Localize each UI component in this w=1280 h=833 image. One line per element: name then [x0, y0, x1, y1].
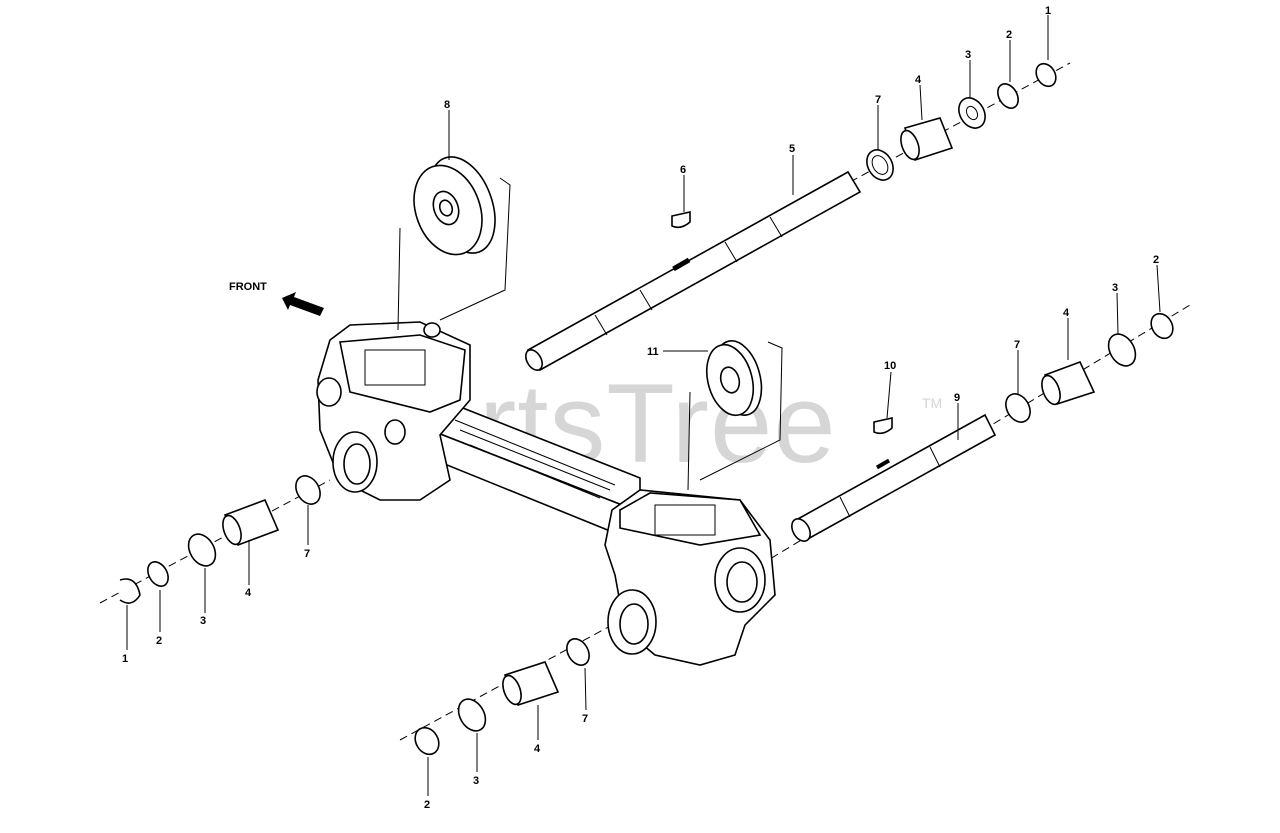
mid-right-hardware	[1005, 312, 1174, 423]
bottom-hardware	[414, 638, 590, 756]
callout-4-upper: 4	[915, 74, 922, 86]
callout-2-upper: 2	[1006, 29, 1012, 41]
callout-4-left: 4	[245, 587, 252, 599]
upper-right-hardware	[866, 62, 1057, 181]
callout-5: 5	[789, 143, 795, 155]
callout-2-mid: 2	[1153, 254, 1159, 266]
lower-shaft	[791, 413, 997, 542]
front-label: FRONT	[229, 281, 267, 293]
callout-2-left: 2	[156, 635, 162, 647]
upper-shaft	[525, 170, 862, 372]
callout-7-left: 7	[304, 548, 310, 560]
axle-housing	[408, 393, 642, 536]
front-arrow-icon	[282, 292, 324, 316]
callout-11: 11	[647, 346, 659, 358]
bottom-axis-line	[399, 617, 626, 741]
callout-3-upper: 3	[965, 49, 971, 61]
front-indicator: FRONT	[229, 281, 324, 316]
callout-3-bottom: 3	[473, 775, 479, 787]
leader-lines	[126, 15, 1161, 796]
callout-3-left: 3	[200, 615, 206, 627]
key-6	[671, 211, 691, 229]
left-axis-line	[99, 479, 331, 604]
callout-7-upper: 7	[875, 94, 881, 106]
callout-labels: 1 2 3 4 7 5 6 8 2 3 4 7 9 10 11 7 4 3 2 …	[122, 5, 1159, 811]
left-gearcase	[316, 321, 471, 501]
callout-9: 9	[954, 392, 960, 404]
right-gearcase	[604, 489, 776, 666]
callout-4-mid: 4	[1063, 307, 1070, 319]
gear-11	[687, 340, 783, 491]
svg-text:TM: TM	[922, 395, 942, 411]
callout-1-upper: 1	[1045, 5, 1051, 17]
key-10	[873, 417, 893, 435]
gear-8	[397, 156, 511, 331]
callout-8: 8	[444, 99, 450, 111]
callout-1-left: 1	[122, 653, 128, 665]
callout-3-mid: 3	[1112, 282, 1118, 294]
callout-2-bottom: 2	[424, 799, 430, 811]
callout-4-bottom: 4	[534, 743, 541, 755]
callout-7-mid: 7	[1014, 339, 1020, 351]
callout-10: 10	[884, 360, 896, 372]
callout-6: 6	[680, 164, 686, 176]
callout-7-bottom: 7	[582, 713, 588, 725]
left-hardware	[119, 475, 321, 604]
